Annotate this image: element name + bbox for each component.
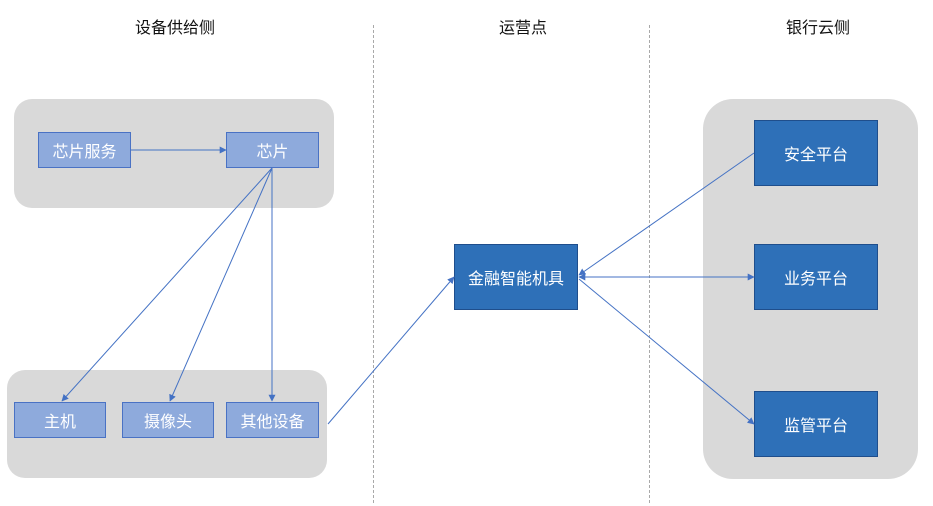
node-business-platform-label: 业务平台: [783, 269, 848, 288]
arrow-other-to-machine: [327, 276, 455, 425]
column-title-bank: 银行云侧: [785, 18, 850, 37]
node-host-label: 主机: [43, 412, 76, 431]
node-business-platform[interactable]: 业务平台: [754, 244, 878, 310]
column-title-supply: 设备供给侧: [134, 18, 215, 37]
node-monitor-platform[interactable]: 监管平台: [754, 391, 878, 457]
node-other-device[interactable]: 其他设备: [226, 402, 319, 438]
node-security-platform-label: 安全平台: [783, 145, 848, 164]
arrow-machine-to-monitor: [578, 278, 755, 425]
column-title-ops: 运营点: [498, 18, 547, 37]
node-chip-service-label: 芯片服务: [52, 142, 117, 161]
node-security-platform[interactable]: 安全平台: [754, 120, 878, 186]
divider-left: [373, 25, 374, 503]
node-camera-label: 摄像头: [143, 412, 192, 431]
node-host[interactable]: 主机: [14, 402, 106, 438]
arrow-chip-to-camera: [169, 167, 273, 402]
arrow-chip-to-host: [61, 167, 273, 402]
divider-right: [649, 25, 650, 503]
arrow-security-to-machine: [578, 152, 755, 276]
node-other-device-label: 其他设备: [240, 412, 305, 431]
node-chip[interactable]: 芯片: [226, 132, 319, 168]
node-camera[interactable]: 摄像头: [122, 402, 214, 438]
node-fin-machine-label: 金融智能机具: [467, 269, 564, 288]
node-chip-service[interactable]: 芯片服务: [38, 132, 131, 168]
node-chip-label: 芯片: [256, 142, 289, 161]
node-fin-machine[interactable]: 金融智能机具: [454, 244, 578, 310]
node-monitor-platform-label: 监管平台: [783, 416, 848, 435]
